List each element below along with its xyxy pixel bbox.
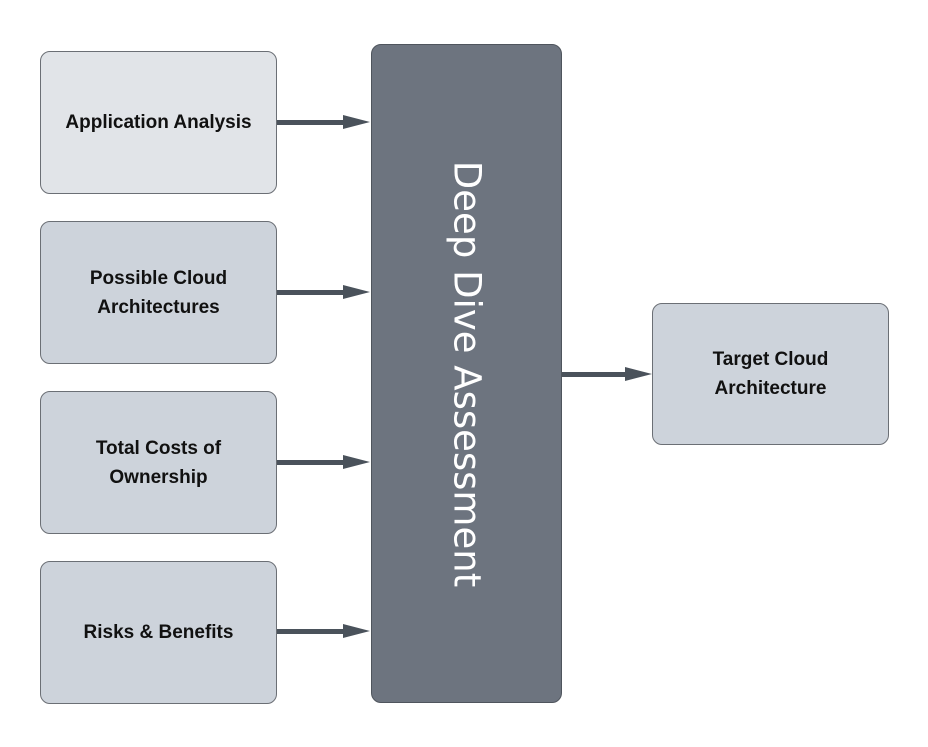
arrow-risks-benefits <box>277 624 370 638</box>
arrow-total-costs-of-ownership <box>277 455 370 469</box>
input-label: Risks & Benefits <box>83 622 234 643</box>
arrow-to-target <box>562 367 652 381</box>
input-box-application-analysis: Application Analysis <box>40 51 277 194</box>
input-box-possible-cloud-architectures: Possible Cloud Architectures <box>40 221 277 364</box>
input-box-risks-benefits: Risks & Benefits <box>40 561 277 704</box>
output-label: Target Cloud Architecture <box>712 349 829 399</box>
output-box-target-cloud-architecture: Target Cloud Architecture <box>652 303 889 445</box>
input-label: Total Costs of Ownership <box>95 437 222 488</box>
center-box-deep-dive-assessment: Deep Dive Assessment <box>371 44 562 703</box>
input-label: Possible Cloud Architectures <box>89 267 228 318</box>
input-label: Application Analysis <box>65 112 252 133</box>
arrow-possible-cloud-architectures <box>277 285 370 299</box>
arrow-application-analysis <box>277 115 370 129</box>
input-box-total-costs-of-ownership: Total Costs of Ownership <box>40 391 277 534</box>
center-label: Deep Dive Assessment <box>445 160 488 587</box>
